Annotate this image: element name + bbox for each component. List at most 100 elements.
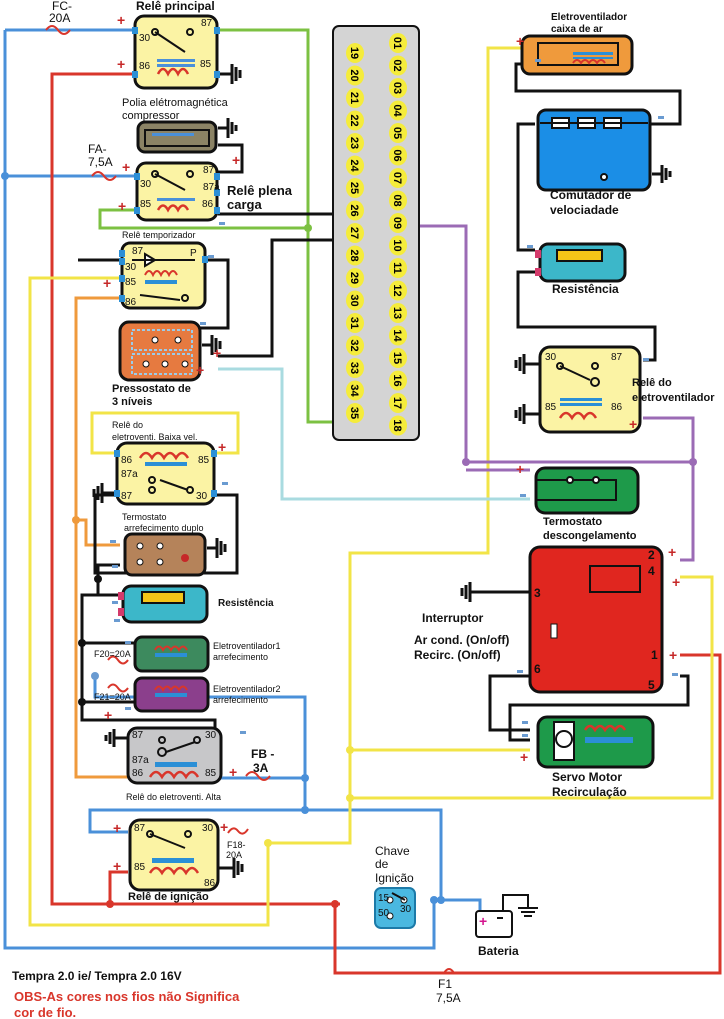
connector-pin-label: 22	[348, 114, 360, 126]
rele-eletrovent-label-1: Relê do	[632, 377, 672, 389]
connector-pin-label: 09	[391, 217, 403, 229]
connector-pin	[346, 43, 364, 63]
plus-marker: +	[229, 764, 237, 780]
pin-label: 5	[648, 678, 655, 692]
rele-eletroventilador	[514, 345, 642, 434]
rele-temporizador-label: Relê temporizador	[122, 230, 196, 240]
eletrovent2-label-2: arrefecimento	[213, 695, 268, 705]
eletroventilador-2	[133, 676, 210, 713]
wire-yellow-top	[348, 46, 522, 750]
wire-black-caixa	[514, 62, 682, 126]
fuse-fc-icon	[45, 25, 71, 35]
plus-marker: +	[196, 362, 204, 378]
connector-pin	[389, 393, 407, 413]
plus-marker: +	[117, 12, 125, 28]
pin-label: 87	[201, 18, 213, 29]
pin-label: 85	[125, 277, 137, 288]
connector-pin-label: 06	[391, 149, 403, 161]
wire-purple-86	[643, 416, 695, 562]
rele-baixa-label-2: eletroventi. Baixa vel.	[112, 432, 198, 442]
plus-marker: +	[669, 647, 677, 663]
pin-label: 86	[202, 199, 214, 210]
eletrovent1-label-1: Eletroventilador1	[213, 641, 281, 651]
termostato-desc-label-1: Termostato	[543, 516, 602, 528]
plus-marker: +	[672, 574, 680, 590]
plus-marker: +	[520, 749, 528, 765]
wire-red-86	[50, 72, 340, 906]
pin-label: 86	[132, 768, 144, 779]
resistencia-left-label: Resistência	[218, 598, 274, 609]
pressostato-label-1: Pressostato de	[112, 383, 191, 395]
eletrovent2-label-1: Eletroventilador2	[213, 684, 281, 694]
pin-label: 87	[121, 491, 133, 502]
connector-pin-label: 03	[391, 82, 403, 94]
wire-black-interr5	[508, 674, 690, 742]
wire-cyan	[218, 367, 530, 501]
connector-pin-label: 13	[391, 307, 403, 319]
rele-ignicao-label: Relê de ignição	[128, 891, 209, 903]
wire-yellow-right	[268, 575, 714, 845]
pin-label: 87a	[203, 182, 220, 193]
connector-pin	[389, 33, 407, 53]
connector-pin-label: 01	[391, 37, 403, 49]
plus-marker: +	[516, 33, 524, 49]
connector-pin	[346, 403, 364, 423]
footer: Tempra 2.0 ie/ Tempra 2.0 16V OBS-As cor…	[12, 969, 240, 1019]
connector-pin	[346, 223, 364, 243]
pin-label: 86	[125, 297, 137, 308]
pin-label: 87	[132, 730, 144, 741]
fuse-fa-label-1: FA-	[88, 142, 107, 156]
pin-label: 85	[198, 455, 210, 466]
fuse-f20-label: F20=20A	[94, 649, 131, 659]
connector-pin	[389, 168, 407, 188]
fuse-fb-icon	[245, 771, 271, 781]
connector-pin	[346, 178, 364, 198]
pin-label: 30	[140, 179, 152, 190]
pin-label: P	[190, 248, 197, 259]
connector-pin	[389, 213, 407, 233]
plus-marker: +	[516, 461, 524, 477]
connector-pin	[346, 110, 364, 131]
plus-marker: +	[117, 56, 125, 72]
minus-markers	[110, 59, 678, 737]
pin-label: 1	[651, 648, 658, 662]
pin-label: 86	[139, 61, 151, 72]
fuse-f21-label: F21=20A	[94, 692, 131, 702]
fuse-f18-label-1: F18-	[227, 840, 246, 850]
connector-pin	[389, 258, 407, 278]
rele-alta-label: Relê do eletroventi. Alta	[126, 792, 221, 802]
plus-marker: +	[118, 198, 126, 214]
connector-pin	[389, 325, 407, 346]
wire-purple-09	[408, 224, 693, 464]
chave-label-3: Ignição	[375, 871, 414, 885]
connector-pin-label: 08	[391, 194, 403, 206]
plus-marker: +	[218, 439, 226, 455]
connector-pin	[346, 200, 364, 221]
wire-green-87	[218, 28, 340, 424]
connector-pin-label: 05	[391, 127, 403, 139]
termostato-duplo	[123, 532, 227, 577]
connector-pin	[346, 245, 364, 266]
wire-yellow-left	[28, 276, 270, 927]
plus-marker: +	[113, 820, 121, 836]
wire-black-27	[218, 238, 344, 358]
plus-marker: +	[113, 858, 121, 874]
connector-pin-label: 12	[391, 284, 403, 296]
connector-pin-label: 18	[391, 419, 403, 431]
chave-ignicao	[374, 887, 416, 929]
connector-pin	[346, 380, 364, 401]
pin-label: 15	[378, 893, 390, 904]
connector-pin-label: 20	[348, 69, 360, 81]
wires	[3, 28, 722, 975]
connector-pin-label: 32	[348, 339, 360, 351]
wire-red-f1	[333, 653, 722, 975]
caixa-label-2: caixa de ar	[551, 24, 603, 35]
connector-pin-label: 07	[391, 172, 403, 184]
wire-red-ign85	[108, 870, 128, 904]
pin-label: 85	[545, 402, 557, 413]
plus-marker: +	[213, 345, 221, 361]
bateria: +	[475, 894, 538, 938]
connector-pin-label: 23	[348, 137, 360, 149]
rele-principal	[132, 14, 242, 90]
wire-orange	[74, 296, 128, 779]
